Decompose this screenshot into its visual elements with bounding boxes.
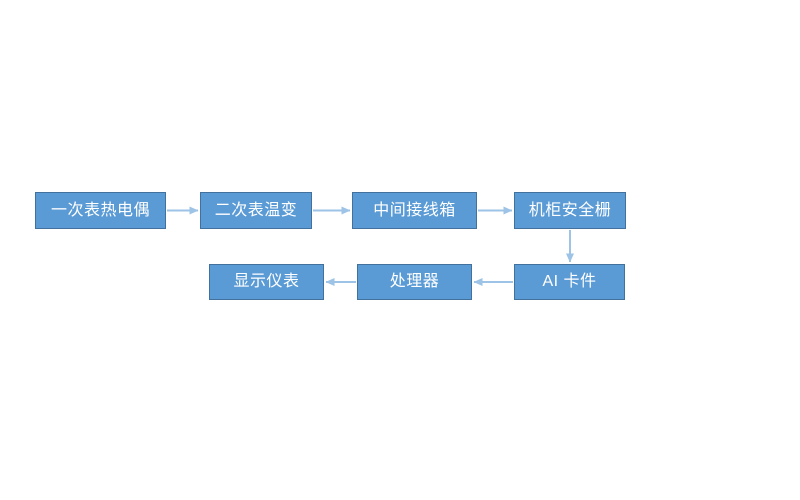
node-ai-card[interactable]: AI 卡件 <box>514 264 625 300</box>
node-junction-box[interactable]: 中间接线箱 <box>352 192 477 229</box>
node-secondary-transmitter[interactable]: 二次表温变 <box>200 192 312 229</box>
node-label: 一次表热电偶 <box>50 201 150 219</box>
node-primary-thermocouple[interactable]: 一次表热电偶 <box>35 192 166 229</box>
node-label: 二次表温变 <box>214 201 298 219</box>
node-display-instrument[interactable]: 显示仪表 <box>209 264 324 300</box>
node-label: AI 卡件 <box>542 273 597 290</box>
node-processor[interactable]: 处理器 <box>357 264 472 300</box>
node-label: 处理器 <box>389 273 440 290</box>
node-cabinet-safety-barrier[interactable]: 机柜安全栅 <box>514 192 626 229</box>
node-label: 中间接线箱 <box>373 201 456 219</box>
node-label: 显示仪表 <box>233 273 300 290</box>
node-label: 机柜安全栅 <box>528 201 612 219</box>
